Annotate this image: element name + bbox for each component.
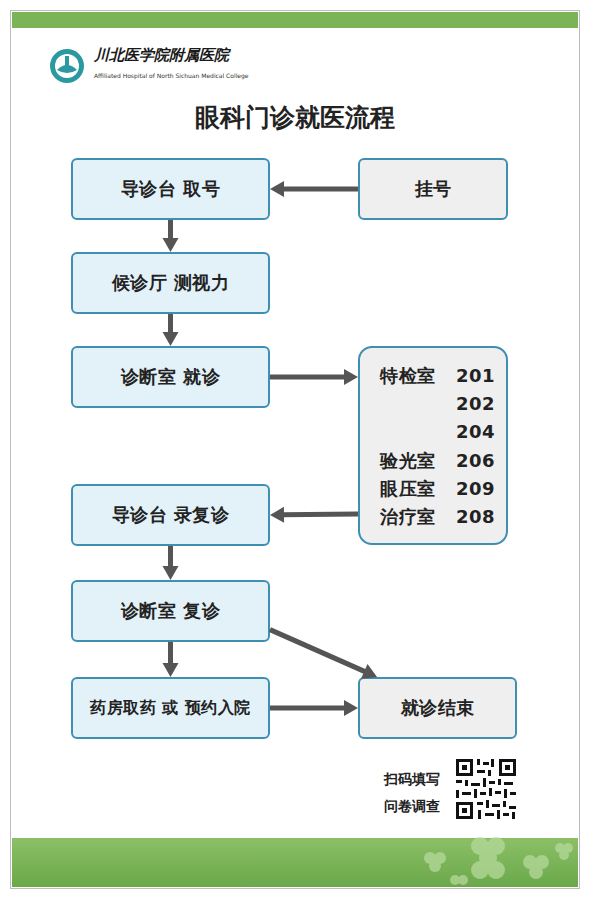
diagram-title: 眼科门诊就医流程: [0, 101, 590, 134]
flow-arrow: [270, 630, 377, 679]
room-name: 特检室: [380, 364, 436, 388]
process-box: 挂号: [358, 158, 508, 220]
process-box: 诊断室 就诊: [71, 346, 270, 408]
flow-arrow: [270, 507, 358, 523]
qr-code: [455, 758, 517, 820]
page-frame: [11, 11, 580, 889]
process-box: 诊断室 复诊: [71, 580, 270, 642]
process-box: 药房取药 或 预约入院: [71, 677, 270, 739]
arrow-shaft: [168, 314, 173, 334]
room-list-box: 特检室 201 202 204 验光室 206 眼压室 209 治疗室 208: [358, 346, 508, 545]
arrow-shaft: [282, 187, 358, 192]
arrow-head: [163, 566, 179, 580]
arrow-head: [163, 663, 179, 677]
process-box: 导诊台 录复诊: [71, 484, 270, 546]
arrow-head: [270, 507, 284, 523]
flow-arrow: [163, 642, 179, 677]
room-name: 治疗室: [380, 505, 436, 529]
flow-arrow: [163, 546, 179, 580]
flow-arrow: [270, 700, 358, 716]
room-number: 209: [456, 477, 495, 501]
arrow-head: [163, 332, 179, 346]
flow-arrow: [163, 314, 179, 346]
process-box: 候诊厅 测视力: [71, 252, 270, 314]
box-label: 挂号: [415, 177, 452, 201]
room-name: 眼压室: [380, 477, 436, 501]
box-label: 导诊台 录复诊: [112, 503, 230, 527]
arrow-shaft: [168, 546, 173, 568]
room-name: 验光室: [380, 449, 436, 473]
top-band: [12, 12, 578, 28]
flow-arrow: [270, 369, 358, 385]
arrow-shaft: [168, 642, 173, 665]
flow-arrow: [270, 181, 358, 197]
room-number: 201: [456, 364, 495, 388]
box-label: 药房取药 或 预约入院: [90, 698, 251, 719]
hospital-logo: [50, 49, 84, 83]
survey-note: 扫码填写 问卷调查: [376, 766, 440, 820]
arrow-head: [163, 238, 179, 252]
arrow-head: [344, 369, 358, 385]
arrow-shaft: [270, 375, 346, 380]
arrow-head: [270, 181, 284, 197]
room-number: 202: [456, 392, 495, 416]
hospital-name-english: Affiliated Hospital of North Sichuan Med…: [94, 72, 249, 79]
process-box: 导诊台 取号: [71, 158, 270, 220]
process-box: 就诊结束: [358, 677, 517, 739]
clover-decoration: [424, 837, 573, 885]
room-number: 206: [456, 449, 495, 473]
arrow-shaft: [270, 706, 346, 711]
arrow-head: [344, 700, 358, 716]
bottom-band: [12, 838, 578, 887]
hospital-name: 川北医学院附属医院: [94, 46, 229, 65]
room-number: 204: [456, 420, 495, 444]
arrow-shaft: [282, 511, 358, 517]
box-label: 诊断室 复诊: [121, 599, 220, 623]
box-label: 诊断室 就诊: [121, 365, 220, 389]
arrow-shaft: [270, 630, 366, 673]
arrow-shaft: [168, 220, 173, 240]
room-number: 208: [456, 505, 495, 529]
flow-arrow: [163, 220, 179, 252]
box-label: 候诊厅 测视力: [112, 271, 230, 295]
box-label: 导诊台 取号: [121, 177, 220, 201]
box-label: 就诊结束: [401, 696, 475, 720]
